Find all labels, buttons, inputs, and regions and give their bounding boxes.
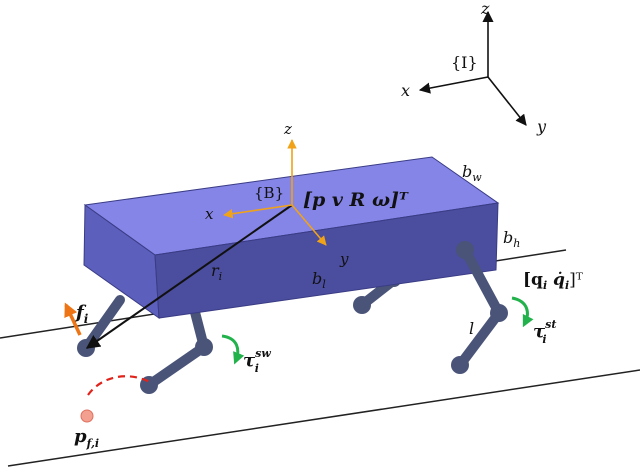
swing-trajectory	[87, 375, 151, 396]
foot-force-arrow	[64, 302, 82, 336]
position-vector-arrow	[85, 204, 293, 349]
position-vector-label: ri	[211, 261, 222, 283]
leg-front-right	[451, 241, 508, 374]
inertial-y-label: y	[536, 117, 547, 136]
body-y-label: y	[339, 250, 349, 268]
state-vector-label: [p v R ω]ᵀ	[303, 189, 409, 211]
body-height-label: bh	[503, 228, 520, 250]
body-length-label: bl	[312, 269, 326, 291]
body-width-label: bw	[462, 162, 482, 184]
inertial-frame-label: {I}	[451, 53, 478, 72]
body-frame-label: {B}	[254, 184, 284, 202]
body-side-face	[154, 202, 499, 319]
inertial-x-label: x	[401, 81, 410, 100]
robot-body	[83, 156, 500, 320]
ground-line-near	[7, 369, 640, 467]
foot-force-label: fi	[74, 302, 89, 326]
body-frame-axes	[223, 139, 327, 246]
body-z-label: z	[283, 120, 292, 138]
inertial-z-label: z	[480, 0, 490, 18]
inertial-frame-axes	[418, 10, 527, 126]
swing-torque-arrow	[221, 334, 245, 365]
joint-state-label: [qi q̇i]ᵀ	[523, 270, 584, 292]
body-x-label: x	[205, 205, 214, 223]
stance-torque-arrow	[511, 296, 534, 328]
foot-target-dot	[80, 409, 94, 423]
foot-target-label: pf,i	[74, 426, 99, 450]
leg-length-label: l	[469, 319, 474, 338]
